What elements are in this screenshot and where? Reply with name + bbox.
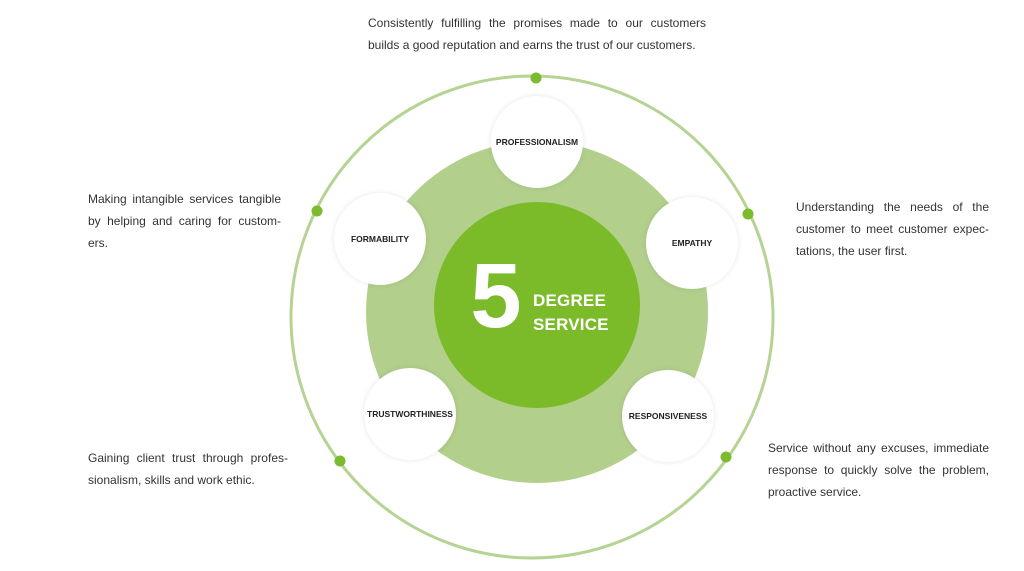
marker-dot-top (530, 72, 542, 84)
node-trustworthiness: TRUSTWORTHINESS (364, 368, 456, 460)
description-top: Consistently fulfilling the promises mad… (368, 16, 706, 52)
node-responsiveness: RESPONSIVENESS (622, 370, 714, 462)
marker-dot-right-bottom (720, 451, 732, 463)
description-left-bottom: Gaining client trust through profes-sion… (88, 451, 288, 487)
description-right-bottom: Service without any excuses, immediate r… (768, 441, 989, 499)
center-number: 5 (470, 245, 522, 347)
node-label-trustworthiness: TRUSTWORTHINESS (367, 409, 453, 419)
node-professionalism: PROFESSIONALISM (491, 96, 583, 188)
description-right-top: Understanding the needs of the customer … (796, 200, 989, 258)
center-title-line-2: SERVICE (533, 315, 609, 334)
marker-dot-left-top (311, 205, 323, 217)
node-empathy: EMPATHY (646, 197, 738, 289)
node-label-formability: FORMABILITY (350, 234, 410, 244)
center-disc (434, 202, 640, 408)
description-left-top: Making intangible services tangible by h… (88, 192, 281, 250)
node-label-empathy: EMPATHY (671, 238, 713, 248)
node-label-responsiveness: RESPONSIVENESS (628, 411, 708, 421)
marker-dot-left-bottom (334, 455, 346, 467)
marker-dot-right-top (742, 208, 754, 220)
node-formability: FORMABILITY (334, 193, 426, 285)
node-label-professionalism: PROFESSIONALISM (495, 137, 579, 147)
center-title-line-1: DEGREE (533, 291, 606, 310)
